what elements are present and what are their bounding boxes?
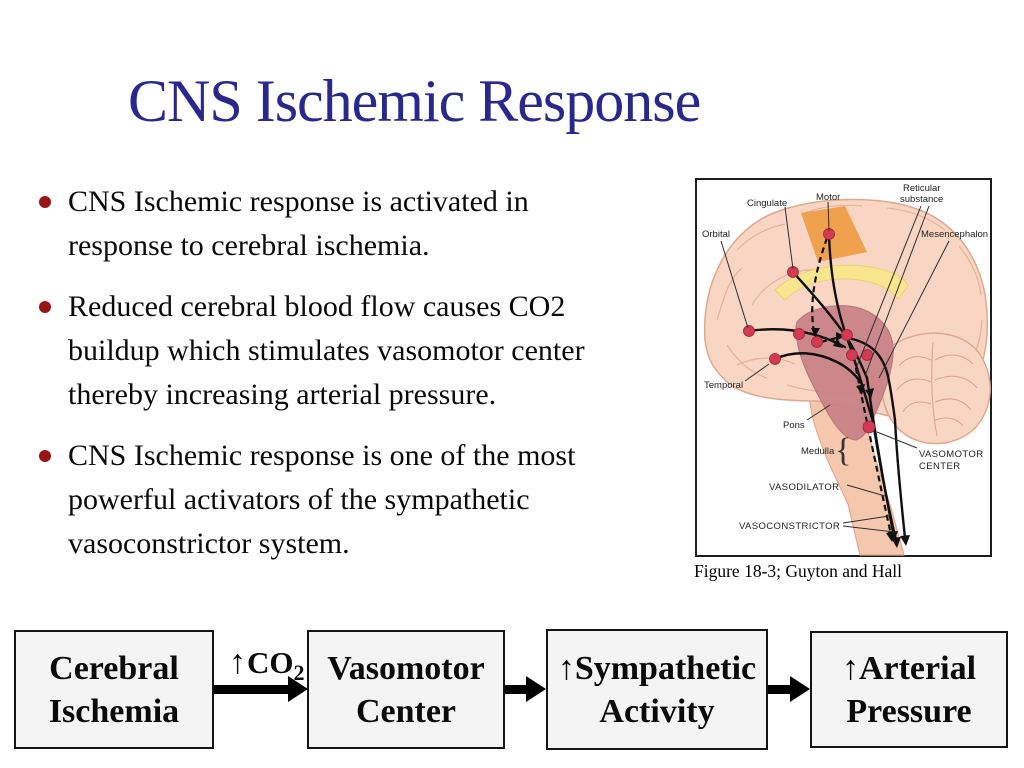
- label-reticular-2: substance: [900, 194, 943, 205]
- flow-box-cerebral-ischemia: Cerebral Ischemia: [14, 630, 214, 749]
- reticular-region: [795, 305, 894, 441]
- label-motor: Motor: [816, 192, 840, 203]
- co2-subscript: 2: [293, 660, 305, 686]
- flow-box-vasomotor-center: Vasomotor Center: [307, 630, 505, 749]
- cerebellum-folia-lines: [896, 341, 978, 437]
- flow-box-line: ↑Sympathetic: [557, 649, 757, 687]
- bullet-line: buildup which stimulates vasomotor cente…: [68, 334, 585, 367]
- brain-figure: Cingulate Motor Reticular substance Orbi…: [695, 178, 992, 557]
- label-orbital: Orbital: [702, 229, 730, 240]
- bullet-line: CNS Ischemic response is one of the most: [68, 439, 576, 472]
- flow-arrowhead-icon: [790, 676, 810, 702]
- flow-arrow-shaft: [768, 685, 792, 694]
- figure-caption: Figure 18-3; Guyton and Hall: [694, 561, 903, 581]
- bullet-item: CNS Ischemic response is activated in re…: [30, 180, 678, 268]
- slide-title: CNS Ischemic Response: [128, 68, 701, 134]
- co2-label: ↑CO2: [229, 644, 305, 686]
- label-vasoconstrictor: VASOCONSTRICTOR: [739, 521, 840, 532]
- label-temporal: Temporal: [704, 380, 743, 391]
- up-arrow-icon: ↑: [841, 649, 859, 687]
- bullet-item: Reduced cerebral blood flow causes CO2 b…: [30, 285, 678, 417]
- up-arrow-icon: ↑: [557, 649, 575, 687]
- bullet-list: CNS Ischemic response is activated in re…: [30, 180, 678, 583]
- bullet-marker-icon: [39, 450, 51, 462]
- tract-arrowheads: [811, 328, 910, 548]
- bullet-line: thereby increasing arterial pressure.: [68, 378, 497, 411]
- label-medulla: Medulla: [801, 446, 835, 457]
- bullet-line: powerful activators of the sympathetic: [68, 483, 530, 516]
- bullet-item: CNS Ischemic response is one of the most…: [30, 434, 678, 566]
- flow-box-line: Cerebral: [49, 649, 179, 687]
- label-vasodilator: VASODILATOR: [769, 482, 839, 493]
- bullet-marker-icon: [39, 196, 51, 208]
- label-vasomotor-1: VASOMOTOR: [919, 449, 983, 460]
- flow-box-line: Center: [355, 692, 457, 730]
- label-pointer-lines: [720, 201, 950, 533]
- flow-box-line: ↑Arterial: [841, 649, 977, 687]
- bullet-line: vasoconstrictor system.: [68, 527, 350, 560]
- flow-box-sympathetic-activity: ↑Sympathetic Activity: [546, 629, 768, 750]
- flow-box-line: Ischemia: [48, 692, 180, 730]
- brain-diagram: Cingulate Motor Reticular substance Orbi…: [702, 183, 991, 556]
- bullet-marker-icon: [39, 301, 51, 313]
- label-pons: Pons: [783, 420, 805, 431]
- flow-arrowhead-icon: [288, 676, 308, 702]
- flow-box-arterial-pressure: ↑Arterial Pressure: [810, 631, 1008, 748]
- flow-box-line: Pressure: [846, 692, 972, 730]
- bullet-line: CNS Ischemic response is activated in: [68, 185, 529, 218]
- up-arrow-icon: ↑: [229, 644, 247, 681]
- flow-box-line: Vasomotor: [327, 649, 485, 687]
- co2-text: CO: [247, 645, 294, 680]
- label-reticular-1: Reticular: [903, 183, 941, 194]
- medulla-brace: {: [835, 432, 851, 469]
- flow-arrow-shaft: [505, 685, 528, 694]
- bullet-line: response to cerebral ischemia.: [68, 229, 430, 262]
- flow-arrowhead-icon: [526, 676, 546, 702]
- label-vasomotor-2: CENTER: [919, 461, 960, 472]
- flow-arrow-shaft: [214, 685, 293, 694]
- label-cingulate: Cingulate: [747, 198, 787, 209]
- label-mesencephalon: Mesencephalon: [921, 229, 988, 240]
- bullet-line: Reduced cerebral blood flow causes CO2: [68, 290, 566, 323]
- neuron-dots: [743, 228, 876, 434]
- flow-box-line: Activity: [599, 692, 715, 730]
